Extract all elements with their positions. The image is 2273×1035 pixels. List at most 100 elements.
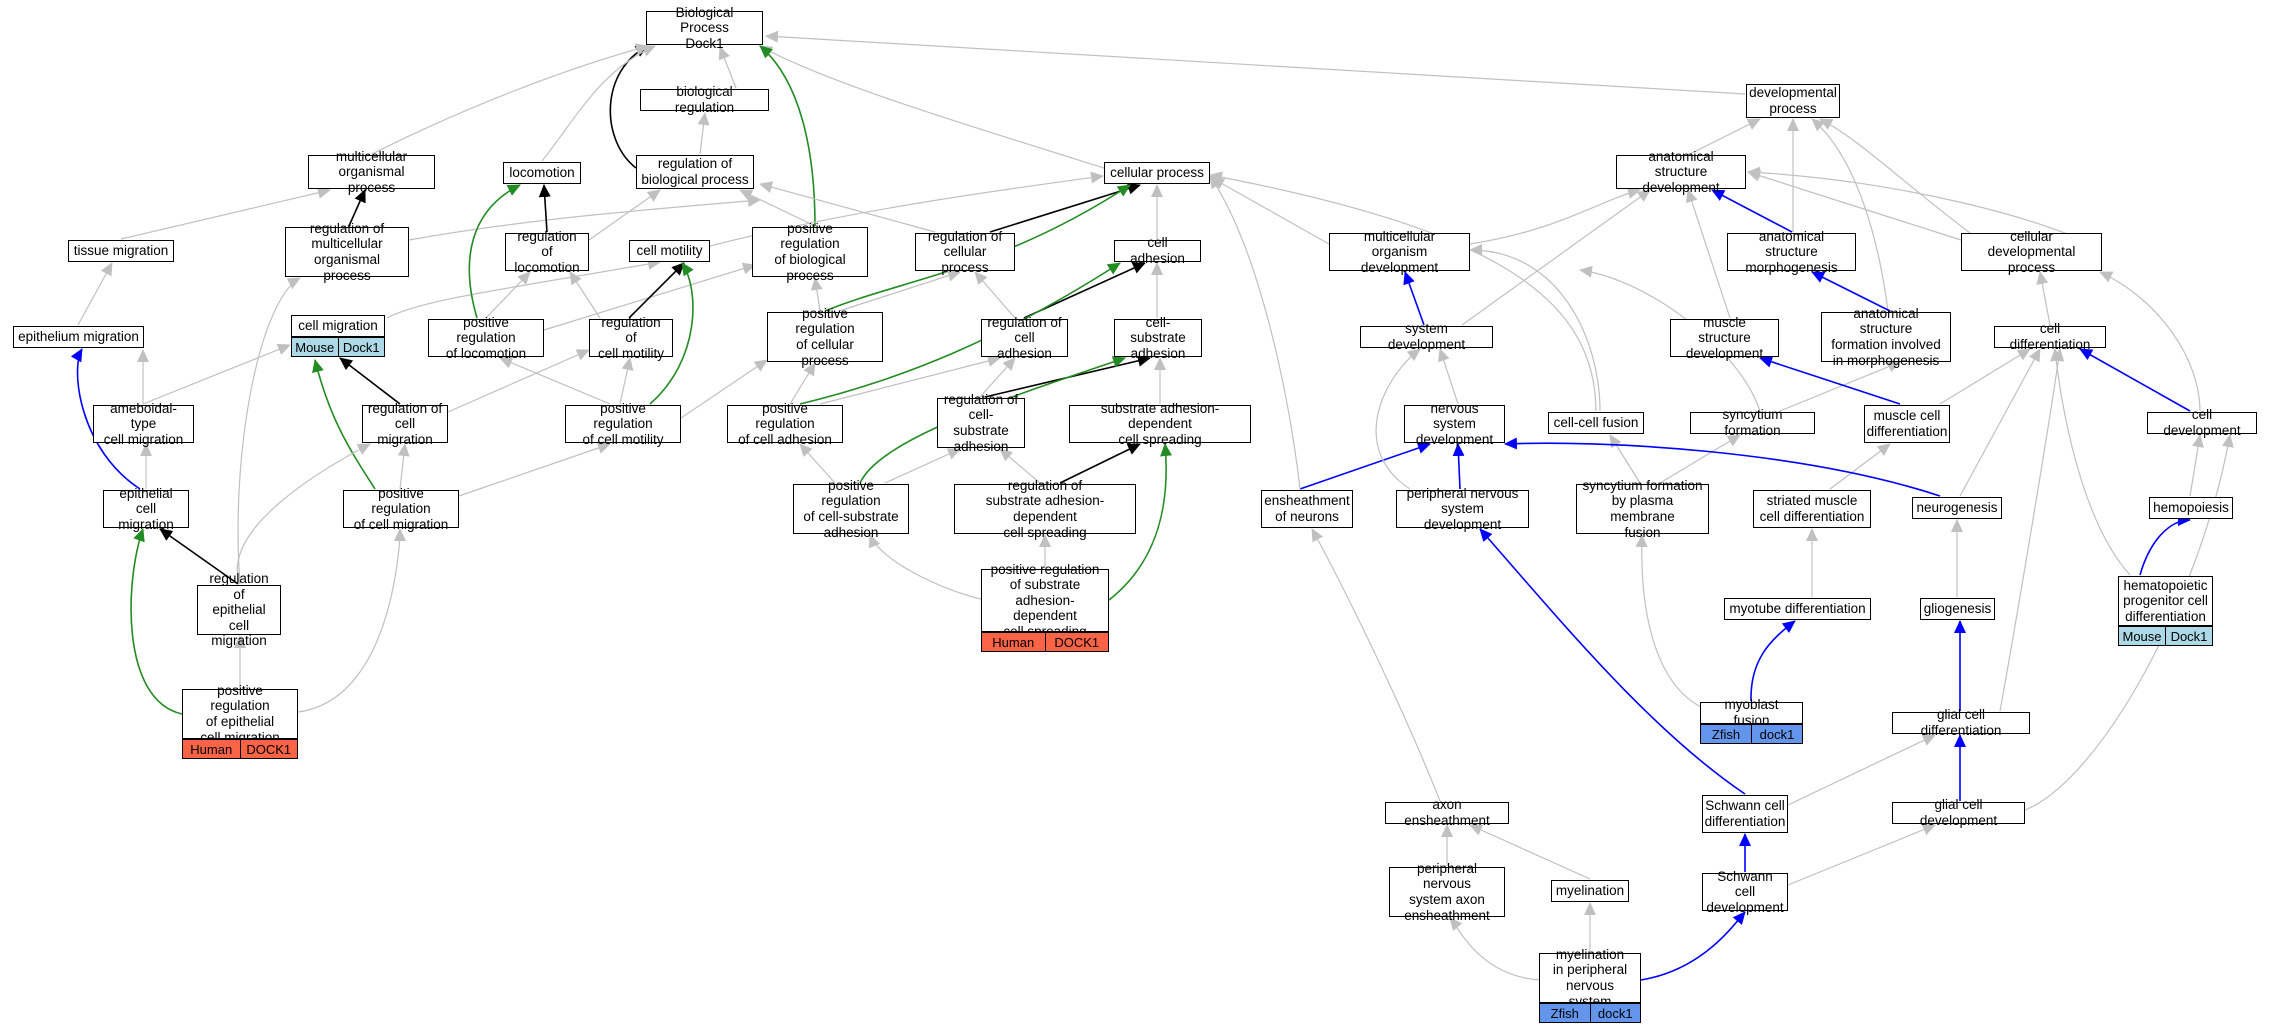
node-substrate-adhesion-dependent-cell-spreading[interactable]: substrate adhesion-dependent cell spread… (1069, 401, 1251, 447)
node-ameboidal-type-cell-migration[interactable]: ameboidal-type cell migration (93, 401, 194, 447)
node-biological-process[interactable]: Biological Process Dock1 (646, 5, 763, 51)
node-hemopoiesis[interactable]: hemopoiesis (2149, 497, 2233, 519)
node-regulation-of-cell-substrate-adhesion[interactable]: regulation of cell-substrate adhesion (937, 392, 1025, 454)
edge-ecm-em (70, 348, 141, 490)
node-anatomical-structure-formation-in-morphogenesis[interactable]: anatomical structure formation involved … (1821, 306, 1951, 368)
node-myoblast-fusion[interactable]: myoblast fusion (1700, 697, 1803, 728)
node-syncytium-formation-by-plasma-membrane-fusion[interactable]: syncytium formation by plasma membrane f… (1576, 478, 1709, 540)
node-neurogenesis[interactable]: neurogenesis (1912, 497, 2002, 519)
node-cellular-process[interactable]: cellular process (1104, 162, 1210, 184)
edge-prcm-rcm (397, 443, 410, 490)
node-glial-cell-development[interactable]: glial cell development (1892, 797, 2025, 828)
node-label: substrate adhesion-dependent cell spread… (1100, 400, 1220, 447)
edge-pnsd-sd (1375, 348, 1421, 490)
edge-mcd-cdiff (1939, 348, 2031, 405)
node-peripheral-nervous-system-development[interactable]: peripheral nervous system development (1396, 486, 1529, 532)
node-biological-regulation[interactable]: biological regulation (640, 84, 769, 115)
node-regulation-of-locomotion[interactable]: regulation of locomotion (505, 229, 589, 275)
node-label: positive regulation of cell adhesion (738, 400, 832, 447)
node-regulation-of-cellular-process[interactable]: regulation of cellular process (915, 229, 1015, 275)
edge-prcmot-rcmot (619, 357, 634, 405)
node-axon-ensheathment[interactable]: axon ensheathment (1385, 797, 1509, 828)
node-positive-regulation-of-cell-substrate-adhesion[interactable]: positive regulation of cell-substrate ad… (793, 478, 909, 540)
node-peripheral-nervous-system-axon-ensheathment[interactable]: peripheral nervous system axon ensheathm… (1389, 861, 1505, 923)
node-cell-motility[interactable]: cell motility (629, 240, 710, 262)
node-gliogenesis[interactable]: gliogenesis (1920, 598, 1995, 620)
node-cellular-developmental-process[interactable]: cellular developmental process (1961, 229, 2102, 275)
edge-rcp-rbp (759, 181, 936, 233)
node-regulation-of-cell-motility[interactable]: regulation of cell motility (589, 315, 673, 361)
node-label: regulation of epithelial cell migration (209, 571, 269, 649)
node-anatomical-structure-development[interactable]: anatomical structure development (1616, 149, 1746, 195)
node-label: myelination (1555, 883, 1625, 899)
edge-prcsa-prcadh (799, 443, 836, 484)
node-syncytium-formation[interactable]: syncytium formation (1690, 407, 1815, 438)
node-positive-regulation-of-locomotion[interactable]: positive regulation of locomotion (428, 315, 544, 361)
edge-rmop-rbp-line (408, 195, 761, 241)
node-ensheathment-of-neurons[interactable]: ensheathment of neurons (1261, 490, 1353, 528)
node-positive-regulation-of-cell-motility[interactable]: positive regulation of cell motility (565, 401, 681, 447)
node-striated-muscle-cell-differentiation[interactable]: striated muscle cell differentiation (1753, 490, 1871, 528)
edge-gcd-cdiff (1999, 348, 2065, 712)
node-locomotion[interactable]: locomotion (503, 162, 581, 184)
edge-scdiff-pnsd (1479, 528, 1746, 795)
node-schwann-cell-development[interactable]: Schwann cell development (1702, 869, 1788, 915)
edge-rsadcs-rcsa (999, 448, 1041, 484)
node-myotube-differentiation[interactable]: myotube differentiation (1724, 598, 1871, 620)
node-hematopoietic-progenitor-cell-differentiation[interactable]: hematopoietic progenitor cell differenti… (2118, 576, 2213, 626)
node-epithelial-cell-migration[interactable]: epithelial cell migration (103, 486, 189, 532)
edge-prbp-bp (759, 45, 816, 227)
node-regulation-of-biological-process[interactable]: regulation of biological process (636, 155, 754, 189)
node-regulation-of-multicellular-organismal-process[interactable]: regulation of multicellular organismal p… (285, 221, 409, 283)
node-muscle-cell-differentiation[interactable]: muscle cell differentiation (1864, 405, 1950, 443)
node-multicellular-organism-development[interactable]: multicellular organism development (1329, 229, 1470, 275)
node-label: myelination in peripheral nervous system (1552, 946, 1628, 1009)
node-positive-regulation-of-biological-process[interactable]: positive regulation of biological proces… (752, 221, 868, 283)
node-tissue-migration[interactable]: tissue migration (68, 240, 174, 262)
edge-loco-bp (541, 45, 656, 162)
node-developmental-process[interactable]: developmental process (1746, 84, 1840, 118)
node-cell-adhesion[interactable]: cell adhesion (1114, 235, 1201, 266)
node-label: cell differentiation (2009, 321, 2091, 352)
edge-scdiff-gcd (1787, 734, 1936, 806)
gene-cell: Dock1 (2165, 626, 2213, 646)
node-schwann-cell-differentiation[interactable]: Schwann cell differentiation (1702, 795, 1788, 833)
edge-rcmot-rloco (569, 271, 601, 319)
node-positive-regulation-of-cell-adhesion[interactable]: positive regulation of cell adhesion (727, 401, 843, 447)
node-cell-differentiation[interactable]: cell differentiation (1994, 321, 2106, 352)
node-myelination[interactable]: myelination (1551, 880, 1629, 902)
node-cell-migration[interactable]: cell migration (291, 315, 385, 337)
gene-tag-hematopoietic-progenitor-cell-differentiation: Mouse Dock1 (2118, 626, 2213, 646)
node-regulation-of-cell-adhesion[interactable]: regulation of cell adhesion (981, 315, 1068, 361)
node-positive-regulation-of-cell-migration[interactable]: positive regulation of cell migration (343, 486, 459, 532)
node-multicellular-organismal-process[interactable]: multicellular organismal process (308, 149, 435, 195)
node-muscle-structure-development[interactable]: muscle structure development (1670, 315, 1779, 361)
node-regulation-of-substrate-adhesion-dependent-cell-spreading[interactable]: regulation of substrate adhesion-depende… (954, 478, 1136, 540)
node-nervous-system-development[interactable]: nervous system development (1404, 401, 1505, 447)
node-epithelium-migration[interactable]: epithelium migration (13, 326, 144, 348)
edge-devproc-bp (765, 30, 1746, 95)
node-regulation-of-epithelial-cell-migration[interactable]: regulation of epithelial cell migration (197, 571, 281, 648)
node-system-development[interactable]: system development (1360, 321, 1493, 352)
node-label: peripheral nervous system development (1406, 485, 1519, 532)
edge-rloco-loco (538, 184, 551, 233)
node-positive-regulation-of-epithelial-cell-migration[interactable]: positive regulation of epithelial cell m… (182, 683, 298, 745)
node-positive-regulation-of-substrate-adhesion-dependent-cell-spreading[interactable]: positive regulation of substrate adhesio… (981, 562, 1109, 639)
node-cell-cell-fusion[interactable]: cell-cell fusion (1548, 412, 1644, 434)
node-label: anatomical structure formation involved … (1831, 305, 1941, 368)
node-regulation-of-cell-migration[interactable]: regulation of cell migration (362, 401, 448, 447)
node-label: peripheral nervous system axon ensheathm… (1404, 860, 1490, 923)
node-cell-development[interactable]: cell development (2147, 407, 2257, 438)
edge-prcadh-prcp (789, 362, 816, 405)
node-label: multicellular organismal process (335, 148, 408, 195)
edge-prbp-rbp (739, 189, 816, 227)
node-label: hematopoietic progenitor cell differenti… (2123, 577, 2208, 624)
node-myelination-in-peripheral-nervous-system[interactable]: myelination in peripheral nervous system (1539, 947, 1641, 1009)
species-cell: Human (981, 632, 1046, 652)
node-label: regulation of cell migration (367, 400, 443, 447)
node-positive-regulation-of-cellular-process[interactable]: positive regulation of cellular process (767, 306, 883, 368)
node-anatomical-structure-morphogenesis[interactable]: anatomical structure morphogenesis (1727, 229, 1856, 275)
node-glial-cell-differentiation[interactable]: glial cell differentiation (1892, 707, 2030, 738)
node-label: syncytium formation by plasma membrane f… (1582, 477, 1703, 540)
node-cell-substrate-adhesion[interactable]: cell-substrate adhesion (1114, 315, 1202, 361)
